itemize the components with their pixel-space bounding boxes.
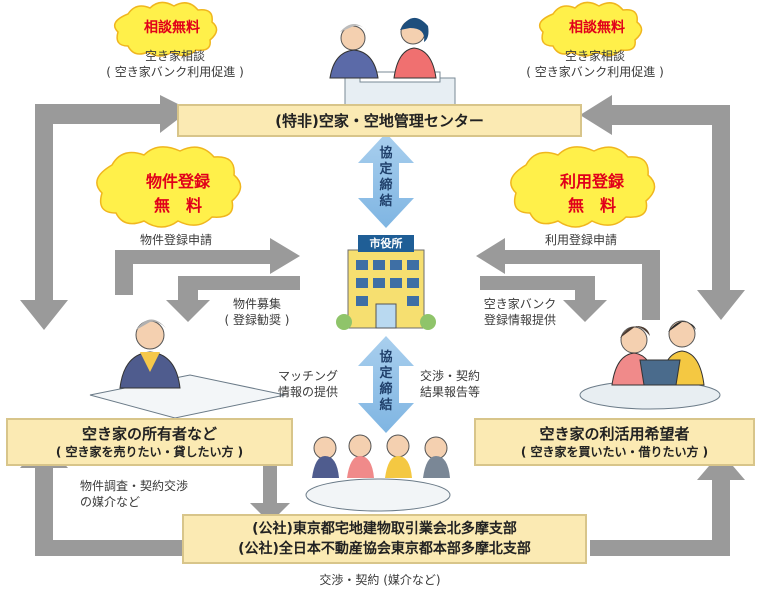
owner-box-sub: ( 空き家を売りたい・貸したい方 ): [55, 445, 244, 459]
agreement-label-bottom: 協定締結: [379, 350, 393, 413]
cloud-use: [510, 146, 656, 228]
left-loop-arrow: [20, 95, 190, 330]
owner-illustration: [89, 319, 286, 419]
note-negotiation-1: 交渉・契約: [420, 369, 481, 383]
note-property-apply: 物件登録申請: [140, 233, 213, 247]
use-free-line2: 無 料: [567, 196, 616, 215]
realty-box-line1: (公社)東京都宅地建物取引業会北多摩支部: [252, 521, 517, 537]
consult-free-left: 相談無料: [144, 20, 200, 36]
user-illustration: [579, 320, 721, 410]
realty-box-line2: (公社)全日本不動産協会東京都本部多摩北支部: [238, 541, 531, 557]
note-consult-left: 空き家相談 ( 空き家バンク利用促進 ): [90, 48, 260, 80]
bank-info-arrow: [480, 276, 607, 322]
property-apply-arrow: [115, 238, 300, 295]
city-hall-label: 市役所: [369, 237, 403, 250]
consultation-illustration: [329, 17, 456, 107]
note-recruit-2: ( 登録勧奨 ): [224, 313, 290, 327]
note-consult-right-1: 空き家相談: [564, 49, 625, 63]
cloud-consult-right: [538, 1, 643, 57]
property-free-line1: 物件登録: [145, 172, 210, 191]
user-box-sub: ( 空き家を買いたい・借りたい方 ): [520, 445, 709, 459]
note-recruit: 物件募集 ( 登録勧奨 ): [212, 296, 302, 328]
note-consult-right: 空き家相談 ( 空き家バンク利用促進 ): [510, 48, 680, 80]
note-negotiation-2: 結果報告等: [420, 385, 481, 399]
owner-box: 空き家の所有者など ( 空き家を売りたい・貸したい方 ): [6, 418, 293, 466]
note-use-apply: 利用登録申請: [545, 233, 618, 247]
note-bank-report-1: 空き家バンク: [483, 297, 557, 311]
center-box: (特非)空家・空地管理センター: [177, 104, 582, 137]
bottom-loop-arrow-right: [590, 452, 745, 556]
agreement-arrow-bottom: [358, 336, 414, 433]
note-matching-2: 情報の提供: [278, 385, 339, 399]
note-survey-1: 物件調査・契約交渉: [80, 479, 189, 493]
property-free-line2: 無 料: [153, 196, 202, 215]
note-survey: 物件調査・契約交渉 の媒介など: [80, 478, 230, 510]
note-matching-1: マッチング: [278, 369, 339, 383]
realty-box: (公社)東京都宅地建物取引業会北多摩支部 (公社)全日本不動産協会東京都本部多摩…: [182, 514, 587, 564]
city-hall-building: [336, 235, 436, 330]
cloud-property: [96, 146, 242, 228]
note-bottom: 交渉・契約 (媒介など): [319, 573, 441, 587]
user-box-title: 空き家の利活用希望者: [539, 425, 690, 443]
note-bank-report: 空き家バンク 登録情報提供: [470, 296, 570, 328]
owner-box-title: 空き家の所有者など: [81, 425, 217, 443]
right-loop-arrow: [580, 95, 745, 320]
agreement-arrow-top: [358, 133, 414, 228]
use-free-line1: 利用登録: [559, 172, 624, 191]
note-consult-right-2: ( 空き家バンク利用促進 ): [526, 65, 664, 79]
user-box: 空き家の利活用希望者 ( 空き家を買いたい・借りたい方 ): [474, 418, 755, 466]
note-survey-2: の媒介など: [80, 495, 141, 509]
realty-illustration: [305, 434, 451, 512]
note-consult-left-1: 空き家相談: [144, 49, 205, 63]
note-recruit-1: 物件募集: [232, 297, 281, 311]
note-bank-report-2: 登録情報提供: [483, 313, 556, 327]
cloud-consult-left: [113, 1, 218, 57]
center-box-label: (特非)空家・空地管理センター: [275, 112, 484, 130]
recruit-arrow: [166, 276, 300, 322]
note-consult-left-2: ( 空き家バンク利用促進 ): [106, 65, 244, 79]
note-negotiation: 交渉・契約 結果報告等: [420, 368, 510, 400]
consult-free-right: 相談無料: [569, 20, 625, 36]
agreement-label-top: 協定締結: [379, 146, 393, 209]
note-matching: マッチング 情報の提供: [278, 368, 354, 400]
use-apply-arrow: [476, 238, 660, 320]
